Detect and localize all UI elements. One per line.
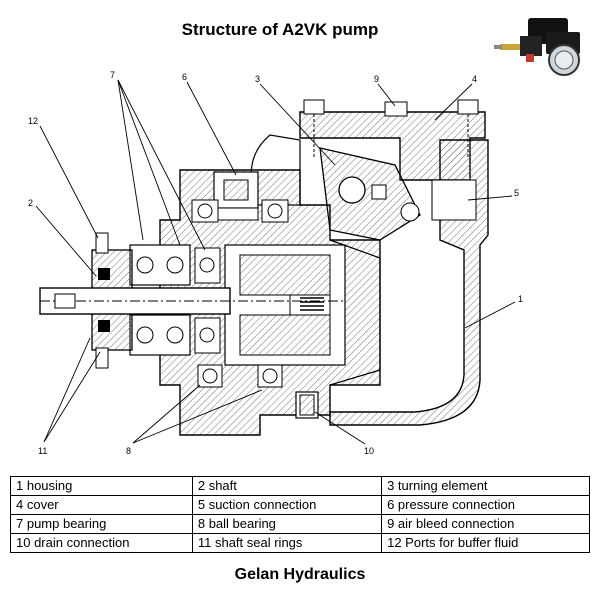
callout-11: 11	[38, 446, 47, 456]
table-row: 7 pump bearing 8 ball bearing 9 air blee…	[10, 514, 590, 534]
legend-cell: 3 turning element	[381, 476, 590, 496]
legend-cell: 2 shaft	[191, 476, 383, 496]
table-row: 10 drain connection 11 shaft seal rings …	[10, 533, 590, 553]
table-row: 4 cover 5 suction connection 6 pressure …	[10, 495, 590, 515]
callout-3: 3	[255, 74, 260, 84]
legend-cell: 9 air bleed connection	[381, 514, 590, 534]
legend-cell: 10 drain connection	[10, 533, 193, 553]
callout-10: 10	[364, 446, 374, 456]
callout-4: 4	[472, 74, 477, 84]
table-row: 1 housing 2 shaft 3 turning element	[10, 476, 590, 496]
legend-cell: 5 suction connection	[191, 495, 383, 515]
pump-cross-section: 7 6 3 9 4 12 2 5 1 11 8 10	[28, 70, 523, 456]
callout-1: 1	[518, 294, 523, 304]
legend-cell: 7 pump bearing	[10, 514, 193, 534]
legend-cell: 1 housing	[10, 476, 193, 496]
callout-8: 8	[126, 446, 131, 456]
legend-cell: 11 shaft seal rings	[191, 533, 383, 553]
legend-cell: 4 cover	[10, 495, 193, 515]
pump-photo-icon	[494, 18, 580, 76]
callout-9: 9	[374, 74, 379, 84]
callout-12: 12	[28, 116, 38, 126]
legend-cell: 6 pressure connection	[381, 495, 590, 515]
page-title: Structure of A2VK pump	[181, 20, 379, 39]
callout-5: 5	[514, 188, 519, 198]
legend-cell: 8 ball bearing	[191, 514, 383, 534]
footer-brand: Gelan Hydraulics	[234, 566, 366, 583]
legend-cell: 12 Ports for buffer fluid	[381, 533, 590, 553]
callout-2: 2	[28, 198, 33, 208]
legend-table: 1 housing 2 shaft 3 turning element 4 co…	[10, 476, 590, 553]
callout-7: 7	[110, 70, 115, 80]
callout-6: 6	[182, 72, 187, 82]
